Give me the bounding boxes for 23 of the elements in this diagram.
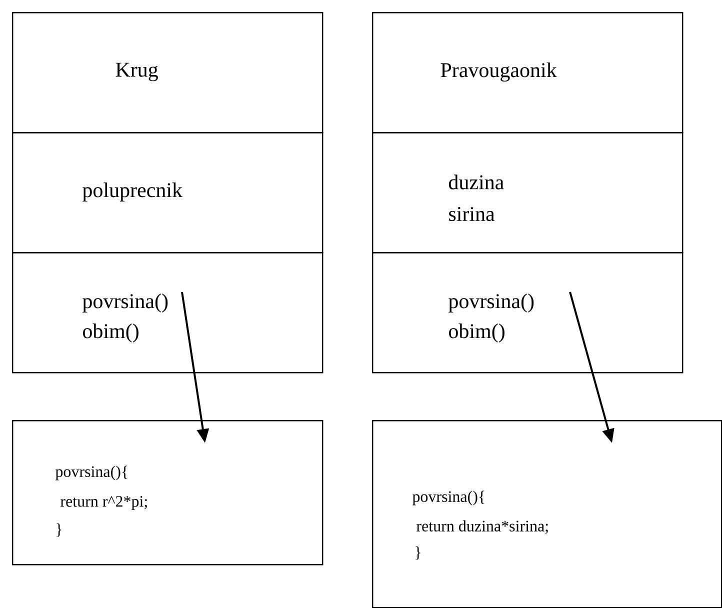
code-note-box	[12, 420, 324, 566]
class-compartment	[372, 12, 684, 134]
method-text: povrsina()	[82, 293, 168, 313]
code-note-box	[372, 420, 722, 608]
code-text: povrsina(){	[55, 466, 128, 480]
method-text: obim()	[449, 323, 504, 343]
class-compartment	[372, 132, 684, 254]
method-text: povrsina()	[448, 293, 534, 313]
code-text: }	[56, 523, 62, 537]
class-name: Krug	[116, 62, 158, 82]
class-compartment	[12, 132, 324, 254]
class-name: Pravougaonik	[440, 62, 557, 82]
class-compartment	[12, 252, 324, 374]
code-text: }	[416, 546, 420, 560]
class-compartment	[372, 252, 684, 374]
code-text: return r^2*pi;	[60, 496, 147, 510]
class-compartment	[12, 12, 324, 134]
method-text: obim()	[83, 323, 138, 343]
attribute-text: duzina	[448, 174, 504, 190]
attribute-text: poluprecnik	[82, 182, 183, 202]
code-text: return duzina*sirina;	[416, 520, 548, 534]
code-text: povrsina(){	[412, 490, 484, 506]
attribute-text: sirina	[449, 206, 495, 222]
